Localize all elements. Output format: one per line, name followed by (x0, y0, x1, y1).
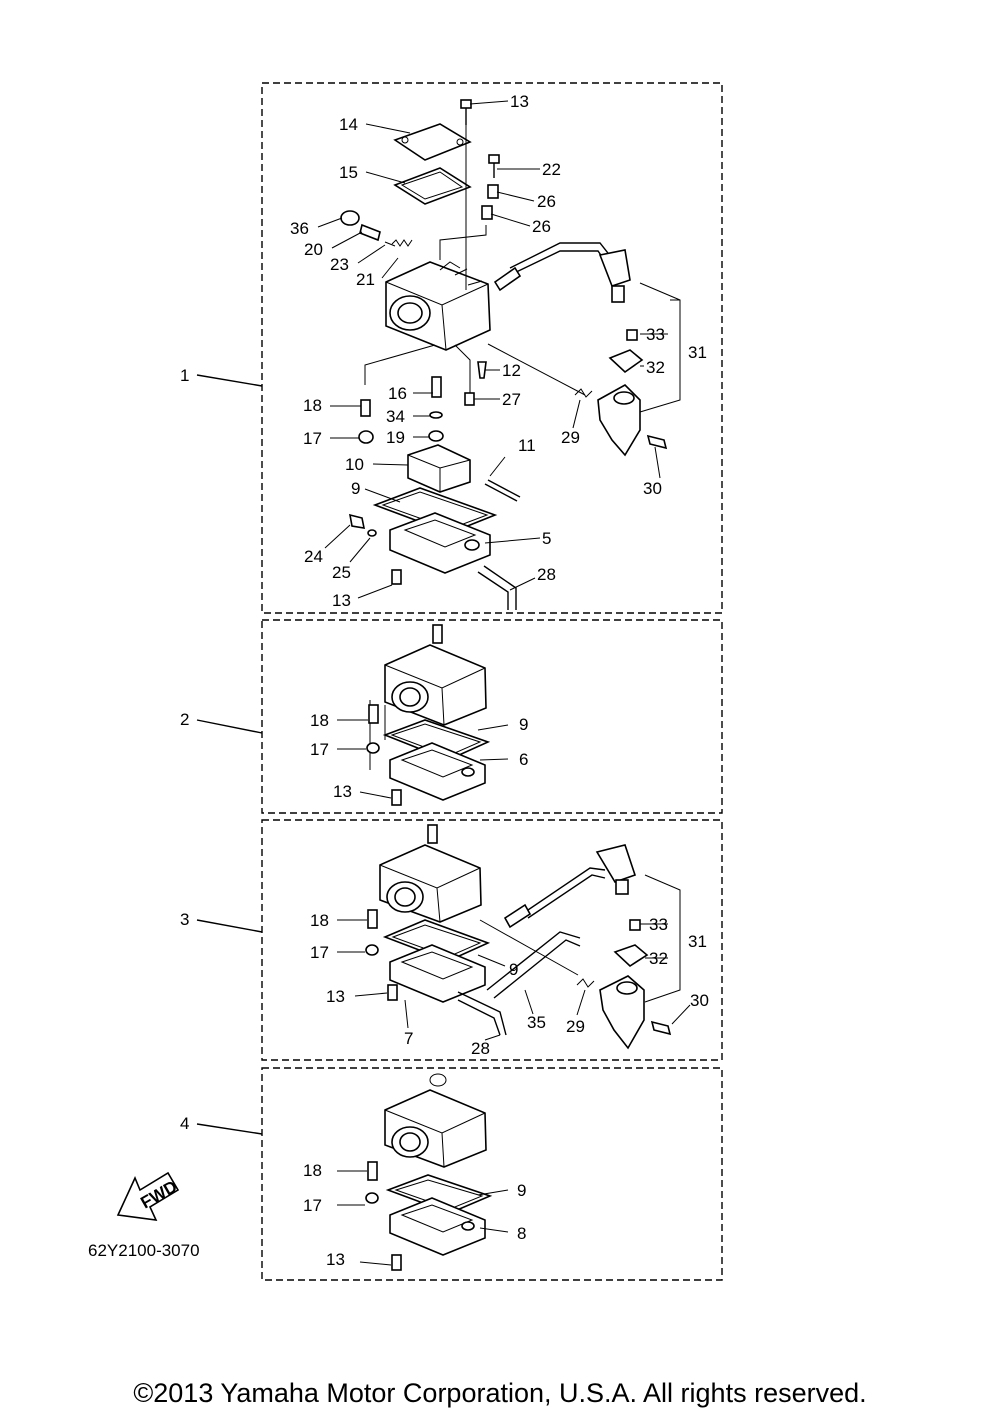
part-callout: 26 (537, 192, 556, 211)
part-callout: 12 (502, 361, 521, 380)
part-callout: 9 (519, 715, 528, 734)
part-callout: 6 (519, 750, 528, 769)
part-callout: 13 (332, 591, 351, 610)
part-callout: 32 (649, 949, 668, 968)
group-3-drawing (365, 824, 681, 1050)
part-callout: 33 (649, 915, 668, 934)
group-label: 3 (180, 910, 189, 929)
part-callout: 17 (310, 943, 329, 962)
part-callout: 18 (310, 911, 329, 930)
part-callout: 17 (303, 1196, 322, 1215)
part-callout: 7 (404, 1029, 413, 1048)
part-callout: 28 (537, 565, 556, 584)
part-callout: 8 (517, 1224, 526, 1243)
part-callout: 9 (351, 479, 360, 498)
group-label: 2 (180, 710, 189, 729)
part-callout: 19 (386, 428, 405, 447)
part-callout: 25 (332, 563, 351, 582)
part-callout: 18 (303, 396, 322, 415)
part-callout: 13 (326, 987, 345, 1006)
part-callout: 17 (310, 740, 329, 759)
group-frame-4 (261, 1067, 723, 1281)
part-callout: 23 (330, 255, 349, 274)
callout-leaders (317, 100, 691, 1266)
part-callout: 13 (333, 782, 352, 801)
part-callout: 5 (542, 529, 551, 548)
part-callout: 31 (688, 932, 707, 951)
part-callout: 30 (690, 991, 709, 1010)
part-callout: 26 (532, 217, 551, 236)
part-callout: 30 (643, 479, 662, 498)
part-callout: 13 (326, 1250, 345, 1269)
part-callout: 28 (471, 1039, 490, 1058)
part-callout: 15 (339, 163, 358, 182)
part-callout: 21 (356, 270, 375, 289)
part-callout: 29 (561, 428, 580, 447)
part-callout: 20 (304, 240, 323, 259)
part-callout: 33 (646, 325, 665, 344)
part-callout: 29 (566, 1017, 585, 1036)
part-callout: 31 (688, 343, 707, 362)
part-callout: 17 (303, 429, 322, 448)
part-callout: 27 (502, 390, 521, 409)
group-4-drawing (365, 1073, 493, 1271)
part-callout: 14 (339, 115, 358, 134)
group-label: 4 (180, 1114, 189, 1133)
part-callout: 34 (386, 407, 405, 426)
part-callout: 18 (310, 711, 329, 730)
group-leaders (196, 374, 263, 1135)
part-callout: 13 (510, 92, 529, 111)
part-callout: 9 (517, 1181, 526, 1200)
diagram-code: 62Y2100-3070 (88, 1241, 200, 1260)
group-1-drawing (340, 99, 681, 610)
part-callout: 9 (509, 960, 518, 979)
part-callout: 16 (388, 384, 407, 403)
group-frame-3 (261, 819, 723, 1061)
part-callout: 35 (527, 1013, 546, 1032)
group-2-drawing (366, 624, 491, 806)
group-label: 1 (180, 366, 189, 385)
part-callout: 36 (290, 219, 309, 238)
part-callout: 10 (345, 455, 364, 474)
part-callout: 32 (646, 358, 665, 377)
part-callout: 24 (304, 547, 323, 566)
copyright-notice: ©2013 Yamaha Motor Corporation, U.S.A. A… (133, 1378, 867, 1408)
part-callout: 22 (542, 160, 561, 179)
part-callout: 11 (518, 436, 536, 455)
fwd-arrow (116, 1171, 180, 1221)
group-frame-2 (261, 619, 723, 814)
part-callout: 18 (303, 1161, 322, 1180)
